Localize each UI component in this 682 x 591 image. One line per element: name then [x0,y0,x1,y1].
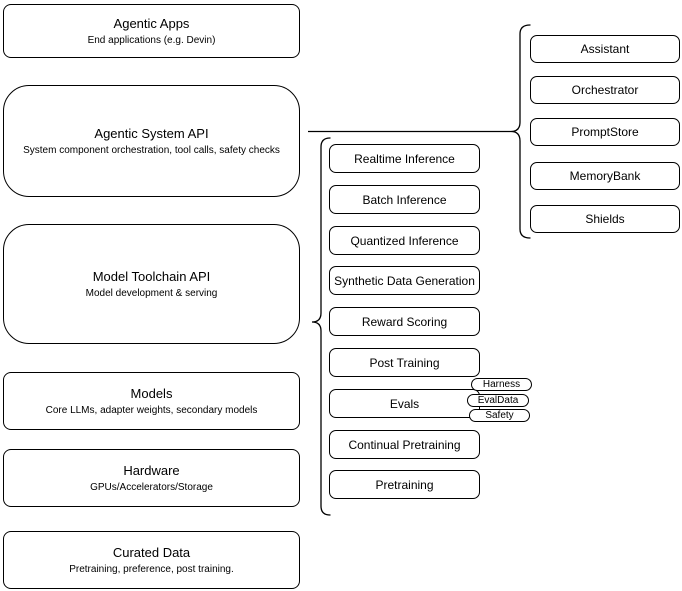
node-label: Assistant [580,42,630,56]
node-title: Hardware [123,462,180,478]
node-title: Models [130,385,173,401]
node-shields: Shields [530,205,680,233]
node-label: Orchestrator [571,83,639,97]
node-batch-inference: Batch Inference [329,185,480,214]
pill-safety: Safety [469,409,530,422]
node-subtitle: Model development & serving [85,287,218,299]
node-promptstore: PromptStore [530,118,680,146]
node-label: Quantized Inference [350,233,459,248]
node-title: Model Toolchain API [92,268,211,284]
node-title: Agentic Apps [113,15,190,31]
node-post-training: Post Training [329,348,480,377]
pill-label: EvalData [477,395,519,406]
node-orchestrator: Orchestrator [530,76,680,104]
node-label: Evals [389,396,420,411]
node-agentic-apps: Agentic Apps End applications (e.g. Devi… [3,4,300,58]
node-label: MemoryBank [569,169,641,183]
node-label: Post Training [369,355,440,370]
node-pretraining: Pretraining [329,470,480,499]
node-subtitle: End applications (e.g. Devin) [87,34,216,46]
node-subtitle: GPUs/Accelerators/Storage [90,481,213,493]
node-reward-scoring: Reward Scoring [329,307,480,336]
node-subtitle: Core LLMs, adapter weights, secondary mo… [45,404,258,416]
node-label: Pretraining [375,477,434,492]
node-quantized-inference: Quantized Inference [329,226,480,255]
node-subtitle: System component orchestration, tool cal… [23,144,280,156]
node-models: Models Core LLMs, adapter weights, secon… [3,372,300,430]
pill-evaldata: EvalData [467,394,529,407]
node-label: Batch Inference [362,192,447,207]
node-continual-pretraining: Continual Pretraining [329,430,480,459]
node-title: Curated Data [112,544,191,560]
node-memorybank: MemoryBank [530,162,680,190]
node-label: PromptStore [571,125,639,139]
node-evals: Evals [329,389,480,418]
node-synthetic-data-generation: Synthetic Data Generation [329,266,480,295]
pill-label: Harness [482,379,521,390]
node-model-toolchain-api: Model Toolchain API Model development & … [3,224,300,344]
pill-label: Safety [485,410,514,421]
toolchain-components-brace [311,137,331,516]
node-label: Synthetic Data Generation [334,273,475,288]
node-agentic-system-api: Agentic System API System component orch… [3,85,300,197]
node-curated-data: Curated Data Pretraining, preference, po… [3,531,300,589]
node-label: Continual Pretraining [348,437,461,452]
node-assistant: Assistant [530,35,680,63]
node-subtitle: Pretraining, preference, post training. [69,563,234,575]
system-components-brace [510,24,531,239]
node-title: Agentic System API [94,125,209,141]
node-label: Realtime Inference [354,151,455,166]
node-realtime-inference: Realtime Inference [329,144,480,173]
node-label: Shields [585,212,625,226]
node-hardware: Hardware GPUs/Accelerators/Storage [3,449,300,507]
node-label: Reward Scoring [361,314,448,329]
pill-harness: Harness [471,378,532,391]
